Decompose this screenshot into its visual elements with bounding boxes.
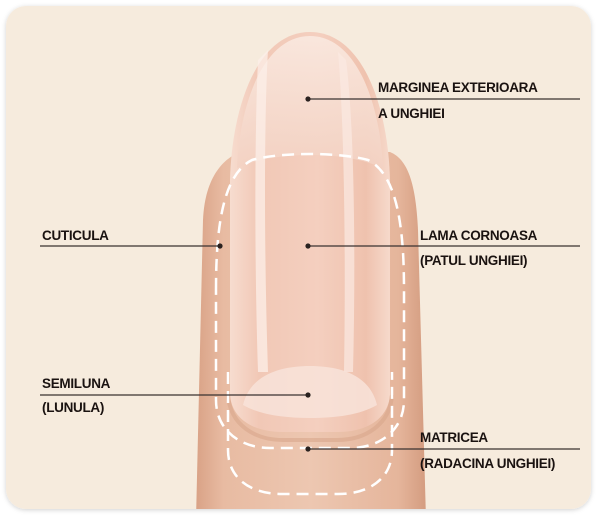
- dot-lunula: [305, 392, 310, 397]
- label-nail-plate-line2: (PATUL UNGHIEI): [420, 253, 527, 268]
- label-lunula-line1: SEMILUNA: [42, 376, 111, 391]
- label-outer-edge-line2: A UNGHIEI: [378, 106, 445, 121]
- label-nail-plate-line1: LAMA CORNOASA: [420, 228, 538, 243]
- dot-cuticle: [217, 243, 222, 248]
- dot-matrix: [305, 446, 310, 451]
- label-lunula-line2: (LUNULA): [42, 400, 104, 415]
- label-cuticle: CUTICULA: [42, 228, 109, 243]
- label-matrix-line1: MATRICEA: [420, 430, 488, 445]
- dot-outer-edge: [305, 96, 310, 101]
- dot-nail-plate: [305, 243, 310, 248]
- label-outer-edge-line1: MARGINEA EXTERIOARA: [378, 80, 538, 95]
- label-matrix-line2: (RADACINA UNGHIEI): [420, 456, 555, 471]
